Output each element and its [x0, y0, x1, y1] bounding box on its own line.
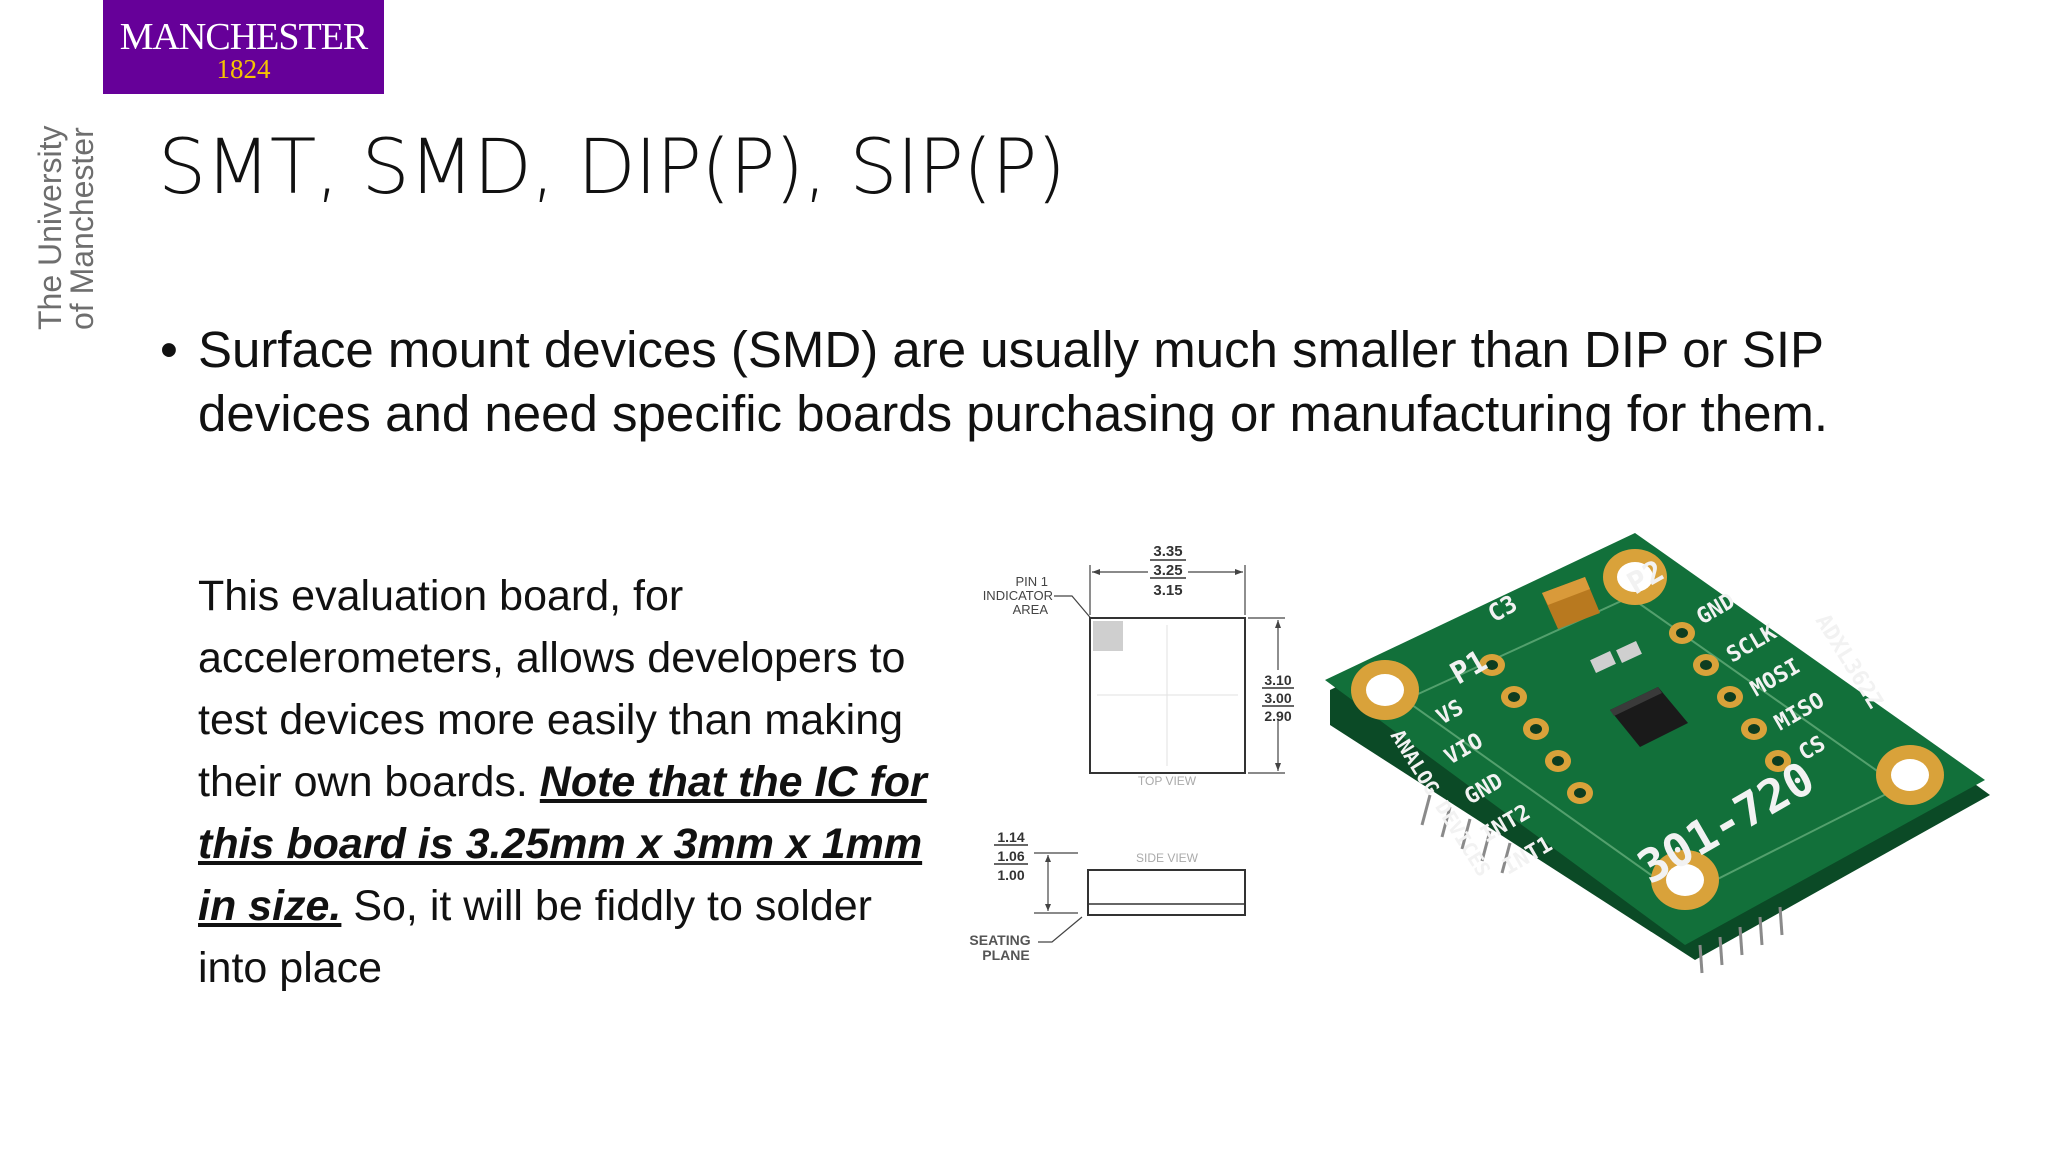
- thickness-dim-nom: 1.06: [997, 848, 1024, 864]
- para-emphasis: Note that the IC for this board is 3.25m…: [198, 758, 927, 930]
- ic-dimension-drawing: 3.35 3.25 3.15 PIN 1 INDICATOR AREA TOP …: [969, 543, 1294, 963]
- sidebar-line-1: The University: [32, 125, 68, 331]
- university-logo: MANCHESTER 1824: [103, 0, 384, 94]
- width-dim-min: 3.15: [1153, 582, 1182, 599]
- height-dim-max: 3.10: [1264, 672, 1291, 688]
- bullet-marker: •: [160, 321, 178, 378]
- description-paragraph: This evaluation board, for accelerometer…: [198, 565, 943, 999]
- p2-header-pads: [1669, 622, 1791, 772]
- sidebar-line-2: of Manchester: [64, 127, 100, 330]
- logo-year: 1824: [216, 54, 271, 84]
- evaluation-board-image: C3 P1 P2 VS VIO GND INT2 INT1 GND SCLK M…: [1325, 533, 1990, 974]
- para-start: This evaluation board, for accelerometer…: [198, 572, 906, 806]
- bullet-text: Surface mount devices (SMD) are usually …: [198, 321, 1829, 442]
- university-sidebar-text: The University of Manchester: [32, 125, 100, 331]
- accelerometer-ic: [1610, 687, 1688, 747]
- side-view-label: SIDE VIEW: [1136, 851, 1199, 865]
- height-dim-nom: 3.00: [1264, 690, 1291, 706]
- para-end: So, it will be fiddly to solder into pla…: [198, 882, 872, 992]
- thickness-dim-max: 1.14: [997, 829, 1024, 845]
- pin1-indicator: [1093, 621, 1123, 651]
- seating-label-1: SEATING: [969, 932, 1030, 948]
- top-view-label: TOP VIEW: [1138, 774, 1197, 788]
- mounting-holes: [1351, 549, 1944, 910]
- pin1-label-3: AREA: [1013, 602, 1049, 617]
- height-dim-min: 2.90: [1264, 708, 1291, 724]
- tantalum-capacitor: [1542, 577, 1600, 629]
- pin1-label-2: INDICATOR: [983, 588, 1053, 603]
- logo-name: MANCHESTER: [119, 16, 369, 58]
- pin1-label-1: PIN 1: [1015, 574, 1048, 589]
- package-side-view: [1087, 869, 1246, 916]
- width-dim-max: 3.35: [1153, 543, 1182, 560]
- width-dim-nom: 3.25: [1153, 562, 1182, 579]
- p1-header-pads: [1479, 654, 1593, 804]
- slide-title: SMT, SMD, DIP(P), SIP(P): [158, 122, 1066, 211]
- seating-label-2: PLANE: [982, 947, 1029, 963]
- thickness-dim-min: 1.00: [997, 867, 1024, 883]
